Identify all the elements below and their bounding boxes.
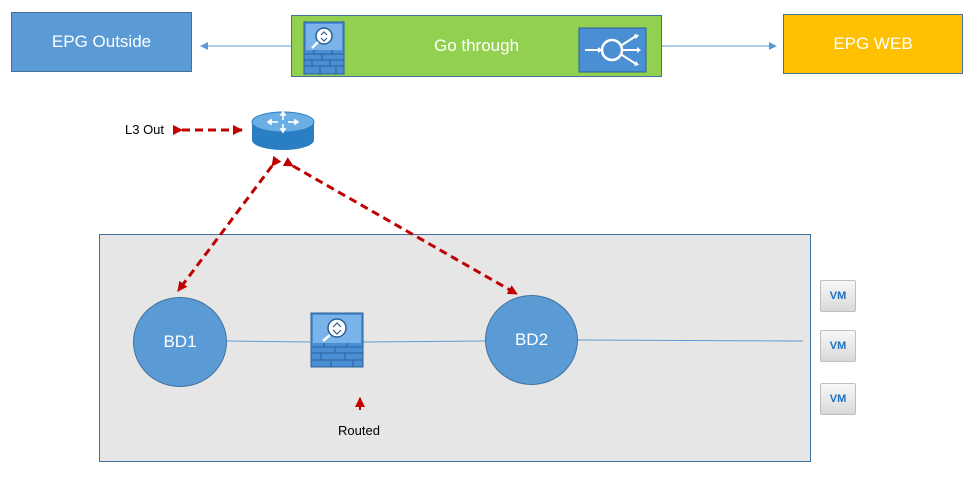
epg-outside-label: EPG Outside: [51, 32, 152, 51]
vm-icon: VM: [820, 280, 856, 312]
bd2-vm-link: [577, 339, 804, 342]
epg-web-box: EPG WEB: [783, 14, 963, 74]
vm-label: VM: [829, 340, 847, 352]
vm-label: VM: [829, 393, 847, 405]
vm-label: VM: [829, 290, 847, 302]
bd2-label: BD2: [514, 330, 549, 349]
l3-out-label: L3 Out: [125, 122, 165, 137]
epg-web-label: EPG WEB: [833, 34, 913, 53]
go-through-label: Go through: [433, 36, 520, 55]
router-bd1-link: [176, 155, 282, 292]
router-bd2-link: [282, 157, 518, 296]
firewall-icon: [303, 21, 345, 75]
routed-label: Routed: [338, 423, 380, 438]
bd1-label: BD1: [163, 332, 197, 351]
load-balancer-icon: [578, 27, 647, 73]
vm-icon: VM: [820, 330, 856, 362]
bd1-firewall-link: [226, 340, 311, 343]
vm-icon: VM: [820, 383, 856, 415]
firewall-icon: [310, 312, 364, 368]
epg-outside-box: EPG Outside: [11, 12, 192, 72]
bridge-domain-bd1: BD1: [133, 297, 227, 387]
bridge-domain-bd2: BD2: [485, 295, 578, 385]
router-icon: [251, 110, 315, 150]
firewall-bd2-link: [362, 340, 486, 343]
